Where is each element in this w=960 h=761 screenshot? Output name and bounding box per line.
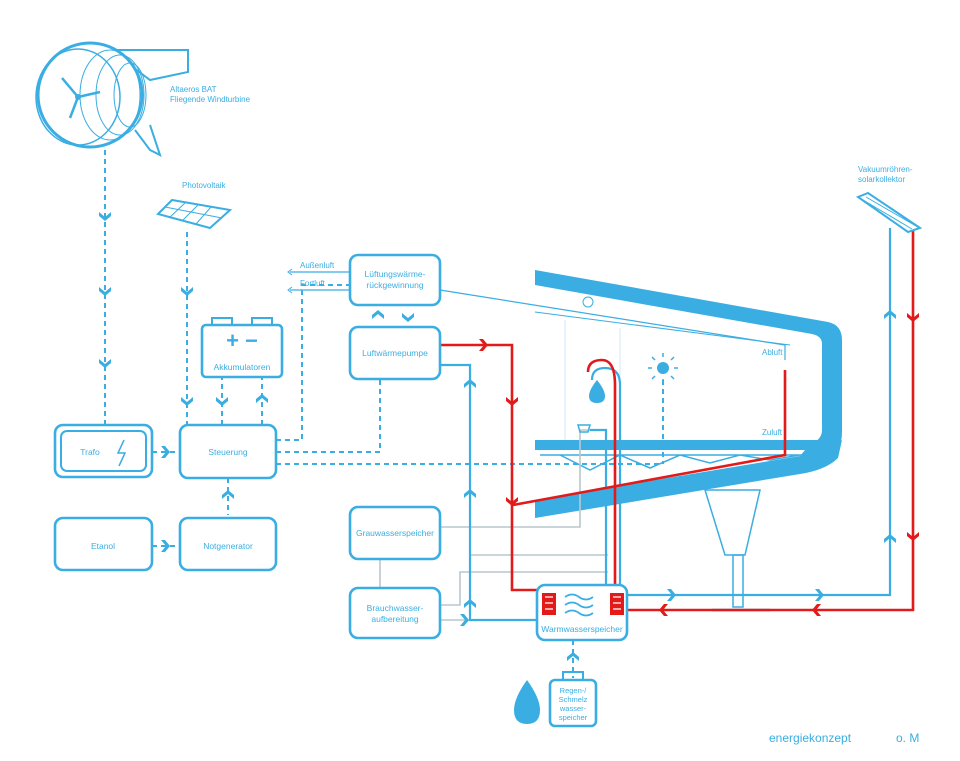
akkumulatoren-box: + − Akkumulatoren: [200, 317, 284, 379]
fortluft-label: Fortluft: [300, 279, 326, 288]
etanol-box: Etanol: [53, 516, 154, 572]
wind-turbine-name: Altaeros BAT: [170, 85, 217, 94]
footer-author: o. M: [896, 731, 919, 745]
luftwaermepumpe-box: Luftwärmepumpe: [348, 325, 442, 381]
warmwasserspeicher-box: Warmwasserspeicher: [535, 583, 629, 642]
lwrg-label-line1: Lüftungswärme-: [365, 269, 426, 279]
aussenluft-label: Außenluft: [300, 261, 335, 270]
solar-collector-icon: [855, 191, 923, 234]
luftwaermepumpe-label: Luftwärmepumpe: [362, 348, 428, 358]
vakuum-label-line1: Vakuumröhren-: [858, 165, 913, 174]
water-drop-icon: [514, 680, 540, 724]
grauwasserspeicher-label: Grauwasserspeicher: [356, 528, 434, 538]
brauchwasser-label-line1: Brauchwasser-: [367, 603, 424, 613]
grey-water-lines: [379, 429, 608, 621]
brauchwasseraufbereitung-box: Brauchwasser- aufbereitung: [348, 586, 442, 640]
regenwasserspeicher-box: Regen-/ Schmelz wasser- speicher: [548, 671, 598, 728]
battery-icon: + −: [226, 328, 258, 353]
vakuum-label-line2: solarkollektor: [858, 175, 905, 184]
warmwasserspeicher-label: Warmwasserspeicher: [541, 624, 623, 634]
trafo-label: Trafo: [80, 447, 100, 457]
wind-turbine-icon: [35, 41, 189, 157]
lightning-icon: [116, 439, 127, 467]
waves-icon: [564, 593, 594, 617]
akkumulatoren-label: Akkumulatoren: [214, 362, 271, 372]
lueftungswaermerueckgewinnung-box: Lüftungswärme- rückgewinnung: [348, 253, 442, 307]
air-lines: [287, 268, 786, 360]
light-bulb-icon: [648, 353, 678, 383]
faucet-icon: [577, 424, 591, 433]
regen-label-line1: Regen-/: [560, 686, 588, 695]
abluft-label: Abluft: [762, 348, 783, 357]
regen-label-line4: speicher: [559, 713, 588, 722]
zuluft-label: Zuluft: [762, 428, 783, 437]
water-drop-icon: [589, 380, 605, 403]
steuerung-label: Steuerung: [208, 447, 247, 457]
heating-pipes: [440, 228, 915, 612]
steuerung-box: Steuerung: [178, 423, 278, 480]
grauwasserspeicher-box: Grauwasserspeicher: [348, 505, 442, 561]
photovoltaik-label: Photovoltaik: [182, 181, 227, 190]
regen-label-line3: wasser-: [559, 704, 587, 713]
etanol-label: Etanol: [91, 541, 115, 551]
lwrg-label-line2: rückgewinnung: [366, 280, 423, 290]
solar-panel-icon: [156, 198, 233, 230]
wind-turbine-desc: Fliegende Windturbine: [170, 95, 251, 104]
brauchwasser-label-line2: aufbereitung: [371, 614, 419, 624]
notgenerator-label: Notgenerator: [203, 541, 253, 551]
building-section: Abluft Zuluft: [534, 270, 842, 612]
trafo-box: Trafo: [53, 423, 154, 479]
regen-label-line2: Schmelz: [559, 695, 588, 704]
footer-title: energiekonzept: [769, 731, 852, 745]
notgenerator-box: Notgenerator: [178, 516, 278, 572]
